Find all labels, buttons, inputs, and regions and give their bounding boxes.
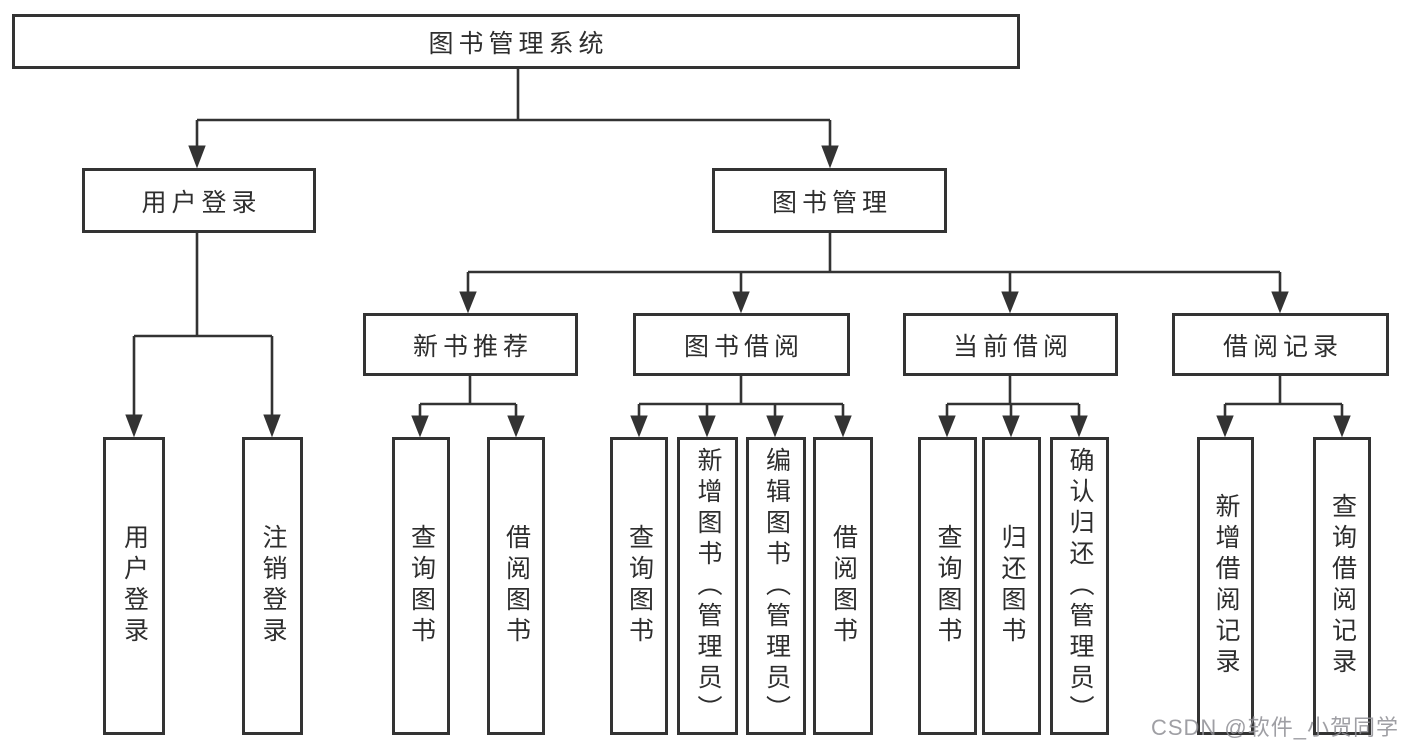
arrowhead: [1070, 415, 1088, 438]
node-user-login: 用户登录: [82, 168, 316, 233]
leaf-borrow-books: 借阅图书: [813, 437, 873, 735]
arrowhead: [1002, 415, 1020, 438]
leaf-label: 新增借阅记录: [1212, 493, 1240, 679]
arrowhead: [263, 414, 281, 438]
node-current-borrowing: 当前借阅: [903, 313, 1118, 376]
leaf-label: 确认归还（管理员）: [1066, 446, 1094, 726]
leaf-label: 新增图书（管理员）: [694, 446, 722, 726]
node-new-book-recommendation: 新书推荐: [363, 313, 578, 376]
node-label: 图书管理系统: [428, 29, 609, 58]
connector-recommend-split: [420, 376, 516, 406]
csdn-watermark: CSDN @软件_小贺同学: [1150, 715, 1399, 740]
arrowhead: [1216, 415, 1234, 438]
arrowhead: [1271, 291, 1289, 314]
node-book-borrowing: 图书借阅: [633, 313, 850, 376]
leaf-query-books-borrow: 查询图书: [610, 437, 668, 735]
leaf-label: 借阅图书: [829, 524, 858, 648]
arrowhead: [821, 145, 839, 169]
leaf-label: 注销登录: [259, 524, 287, 648]
leaf-logout: 注销登录: [242, 437, 303, 735]
node-label: 图书管理: [771, 188, 892, 217]
leaf-label: 归还图书: [998, 524, 1026, 648]
leaf-query-books-recommend: 查询图书: [392, 437, 450, 735]
leaf-label: 查询图书: [625, 524, 654, 648]
connector-records-split: [1225, 376, 1342, 406]
node-label: 借阅记录: [1222, 332, 1343, 361]
node-book-management: 图书管理: [712, 168, 947, 233]
arrowhead: [188, 145, 206, 169]
leaf-label: 编辑图书（管理员）: [762, 446, 791, 726]
connector-login-split: [134, 233, 272, 338]
leaf-label: 查询图书: [407, 524, 436, 648]
node-label: 当前借阅: [952, 332, 1073, 361]
node-library-management-system: 图书管理系统: [12, 14, 1020, 69]
arrowhead: [411, 415, 429, 438]
connector-manage-split: [468, 233, 1280, 274]
connector-current-split: [947, 376, 1079, 406]
connector-borrow-split: [639, 376, 843, 406]
leaf-add-books-admin: 新增图书（管理员）: [677, 437, 738, 735]
leaf-confirm-return-admin: 确认归还（管理员）: [1050, 437, 1109, 735]
leaf-add-borrow-record: 新增借阅记录: [1197, 437, 1254, 735]
node-label: 图书借阅: [683, 332, 804, 361]
arrowhead: [459, 291, 477, 314]
node-borrowing-records: 借阅记录: [1172, 313, 1389, 376]
leaf-query-borrow-record: 查询借阅记录: [1313, 437, 1371, 735]
arrowhead: [732, 291, 750, 314]
arrowhead: [834, 415, 852, 438]
leaf-label: 查询借阅记录: [1328, 493, 1357, 679]
leaf-label: 用户登录: [120, 524, 149, 648]
arrowhead: [630, 415, 648, 438]
arrowhead: [1333, 415, 1351, 438]
node-label: 新书推荐: [412, 332, 533, 361]
connector-root-split: [197, 69, 830, 122]
arrowhead: [766, 415, 784, 438]
arrowhead: [698, 415, 716, 438]
leaf-label: 借阅图书: [502, 524, 531, 648]
arrowhead: [125, 414, 143, 438]
leaf-user-login: 用户登录: [103, 437, 165, 735]
leaf-label: 查询图书: [934, 524, 962, 648]
node-label: 用户登录: [141, 188, 262, 217]
arrowhead: [507, 415, 525, 438]
leaf-edit-books-admin: 编辑图书（管理员）: [746, 437, 806, 735]
arrowhead: [938, 415, 956, 438]
leaf-borrow-books-recommend: 借阅图书: [487, 437, 545, 735]
leaf-return-books: 归还图书: [982, 437, 1041, 735]
leaf-query-books-current: 查询图书: [918, 437, 977, 735]
arrowhead: [1001, 291, 1019, 314]
